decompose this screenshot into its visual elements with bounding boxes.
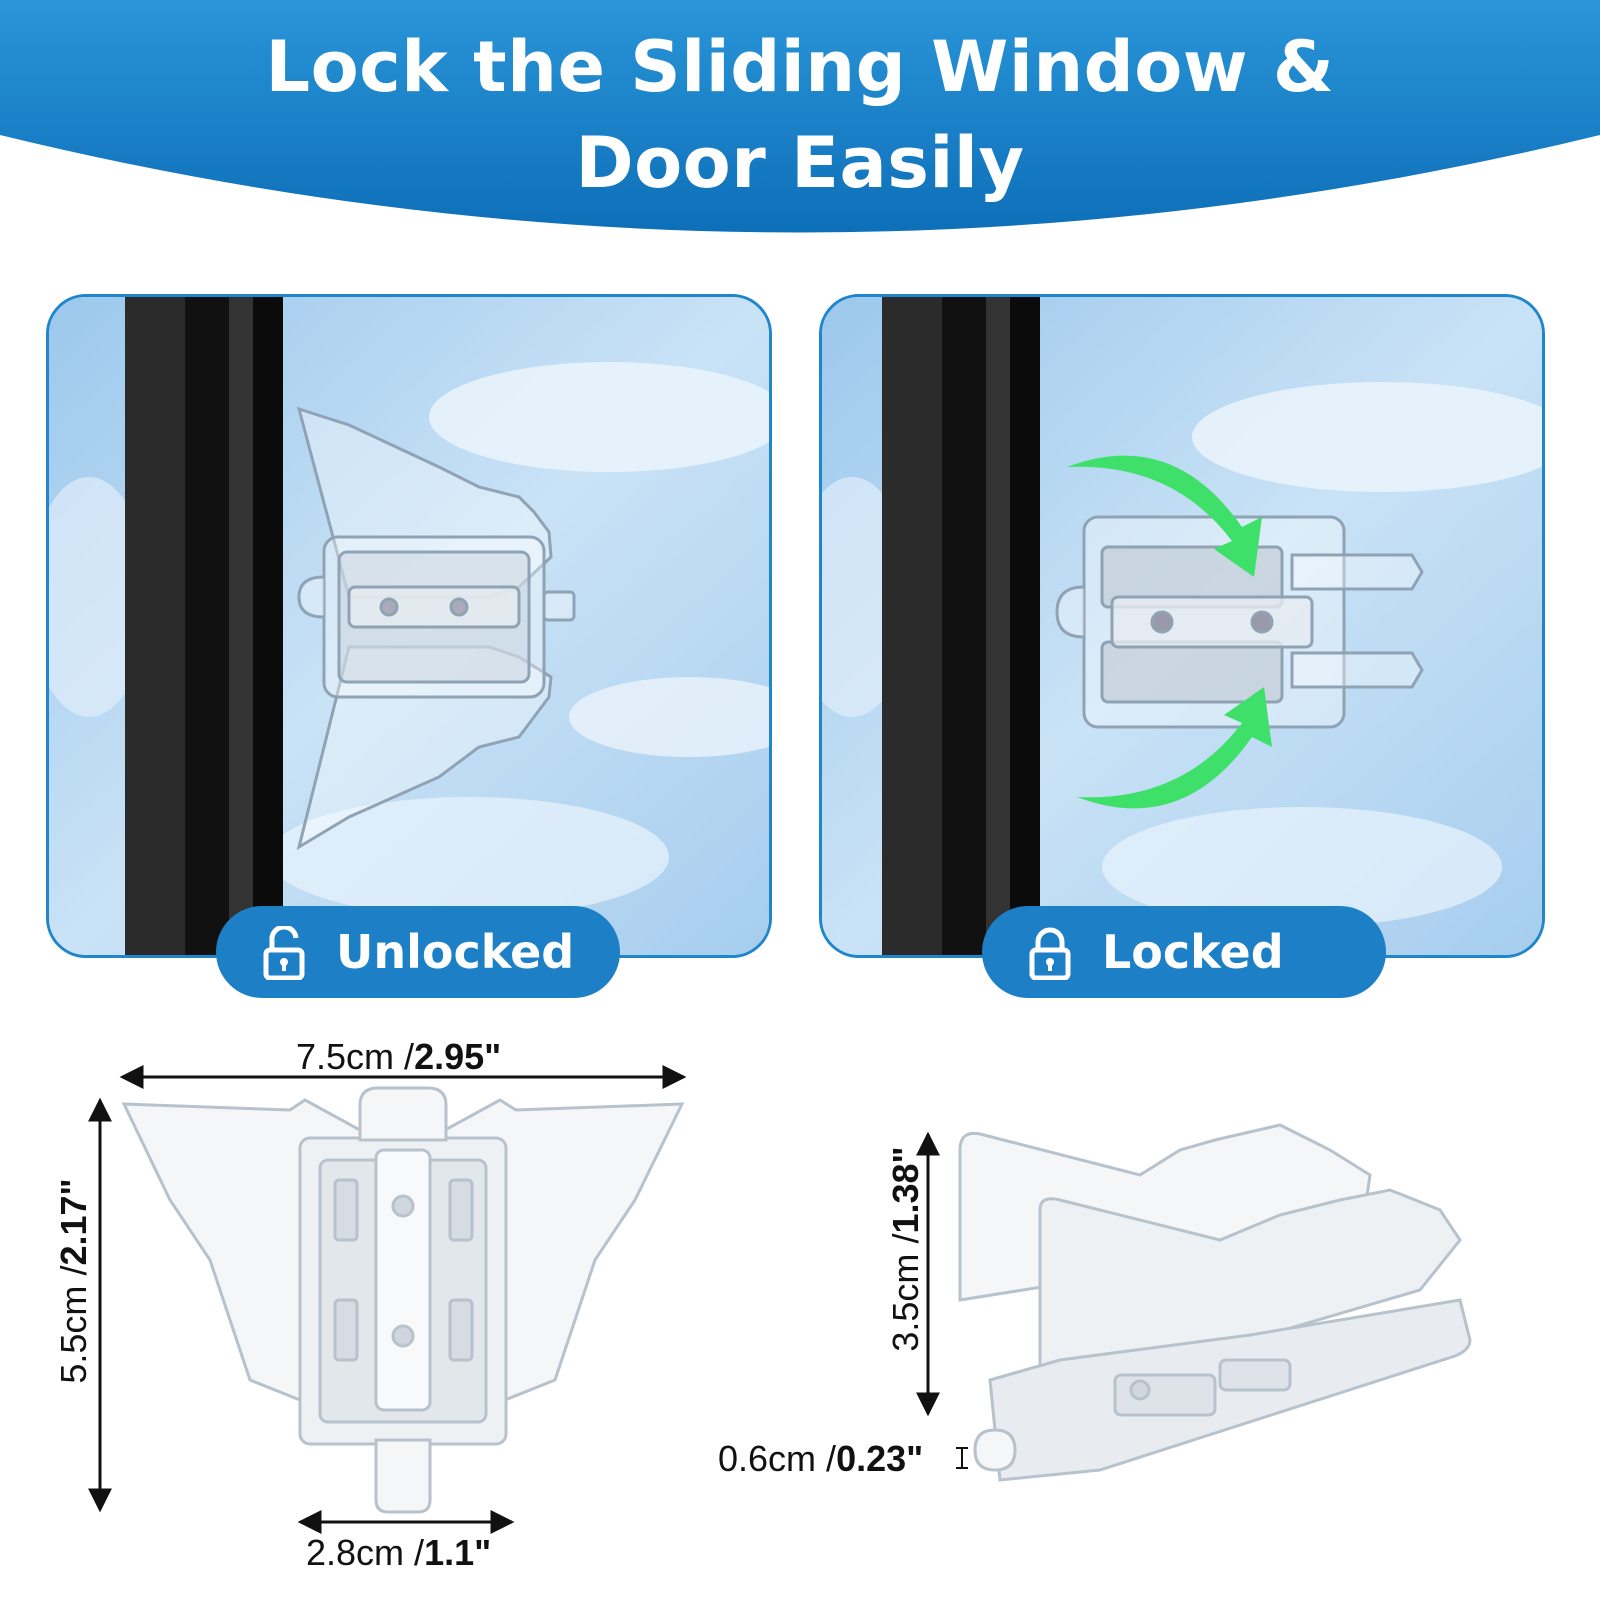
unlocked-status-badge: Unlocked — [216, 906, 620, 998]
lock-front-view — [121, 1086, 685, 1514]
thickness-dimension-label: 0.6cm /0.23" — [718, 1438, 924, 1479]
thickness-marker — [956, 1447, 968, 1469]
unlocked-window-illustration — [49, 297, 769, 955]
locked-status-badge: Locked — [982, 906, 1386, 998]
headline-line-2: Door Easily — [575, 122, 1025, 204]
header-banner — [0, 0, 1600, 233]
locked-photo-panel — [819, 294, 1545, 958]
locked-padlock-icon — [1029, 927, 1071, 980]
headline-line-1: Lock the Sliding Window & — [265, 26, 1335, 108]
lock-side-view — [958, 1123, 1472, 1482]
lock-direction-arrows — [1067, 455, 1272, 809]
width-dimension-label: 7.5cm /2.95" — [296, 1036, 502, 1077]
butterfly-lock-closed — [1055, 515, 1424, 729]
depth-dimension-label: 3.5cm /1.38" — [885, 1146, 926, 1352]
unlocked-padlock-icon — [263, 926, 305, 980]
height-dimension-label: 5.5cm /2.17" — [53, 1178, 94, 1384]
unlocked-photo-panel — [46, 294, 772, 958]
unlocked-label: Unlocked — [336, 925, 575, 979]
butterfly-lock-open — [296, 406, 576, 851]
locked-label: Locked — [1102, 925, 1284, 979]
tab-width-dimension-label: 2.8cm /1.1" — [306, 1532, 492, 1573]
locked-window-illustration — [822, 297, 1542, 955]
